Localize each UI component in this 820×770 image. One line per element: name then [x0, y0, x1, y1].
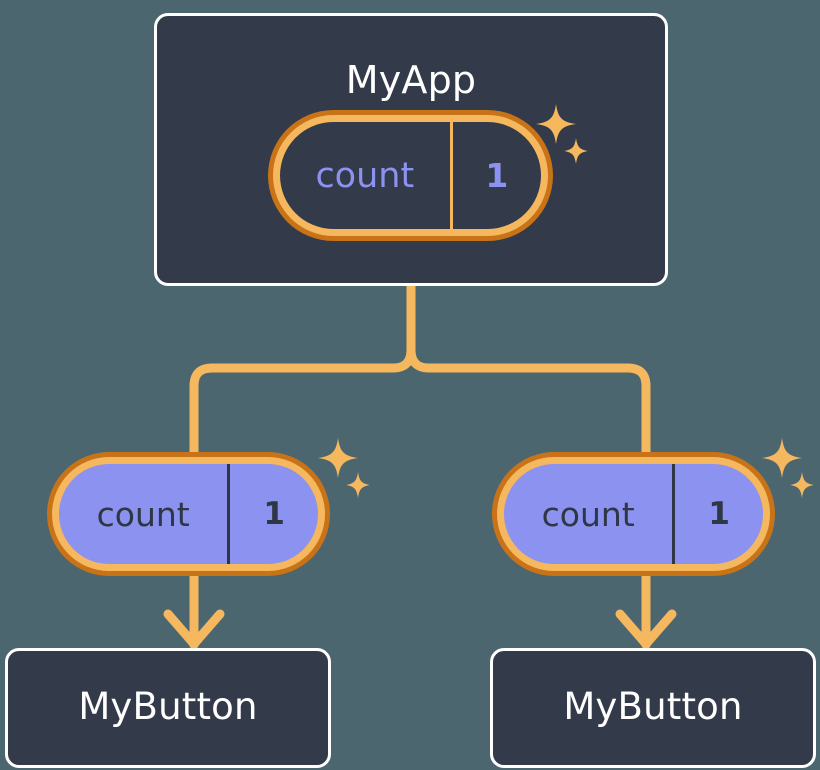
state-value: 1: [672, 464, 763, 564]
state-pill-ring: count 1: [52, 457, 325, 571]
state-pill-ring: count 1: [273, 115, 548, 236]
state-pill-face: count 1: [280, 122, 541, 229]
state-pill-face: count 1: [59, 464, 318, 564]
state-pill-ring: count 1: [497, 457, 770, 571]
state-key: count: [541, 494, 635, 534]
state-pill-myapp-count[interactable]: count 1: [268, 110, 553, 241]
state-pill-child-left-count[interactable]: count 1: [47, 452, 330, 576]
state-pill-child-right-count[interactable]: count 1: [492, 452, 775, 576]
down-arrow-head-right: [615, 609, 677, 649]
component-label-mybutton: MyButton: [563, 685, 743, 728]
state-key: count: [96, 494, 190, 534]
component-label-myapp: MyApp: [345, 58, 477, 102]
component-node-mybutton-right[interactable]: MyButton: [490, 648, 816, 768]
state-value: 1: [449, 122, 541, 229]
component-node-mybutton-left[interactable]: MyButton: [5, 648, 331, 768]
state-pill-face: count 1: [504, 464, 763, 564]
state-key: count: [315, 155, 415, 196]
tree-branch-connector: [189, 281, 651, 457]
component-label-mybutton: MyButton: [78, 685, 258, 728]
state-value: 1: [227, 464, 318, 564]
down-arrow-head-left: [163, 609, 225, 649]
